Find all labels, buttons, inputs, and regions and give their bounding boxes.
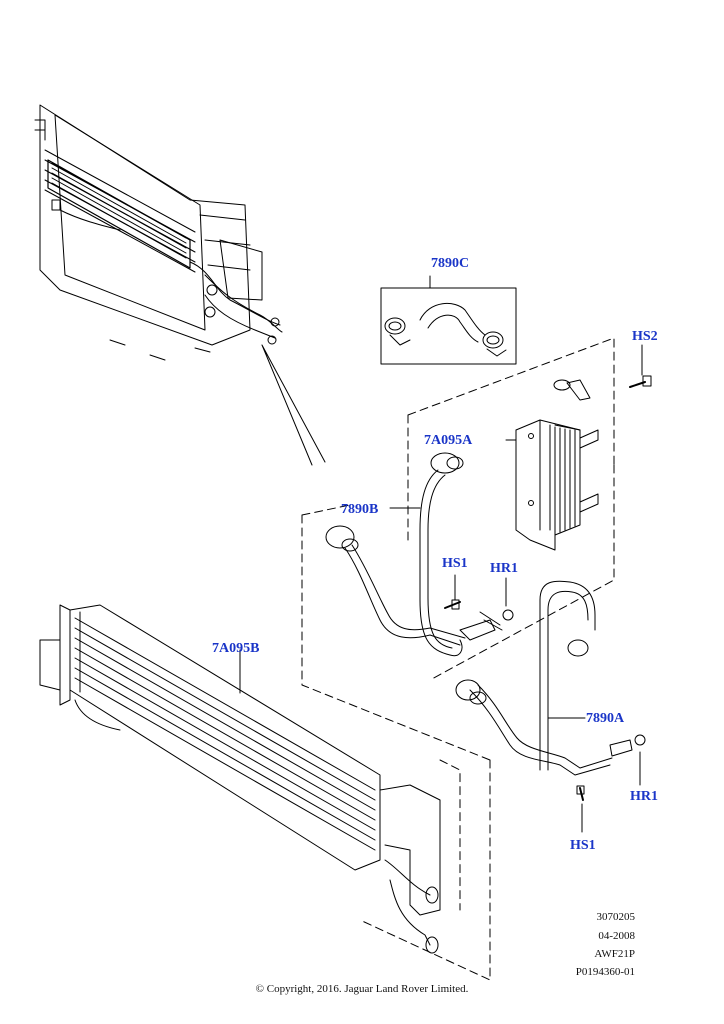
label-7890C: 7890C <box>431 256 470 271</box>
assembly-outline-left <box>301 504 491 761</box>
oil-cooler-7A095A-illustration <box>505 419 599 551</box>
radiator-assembly-illustration <box>34 104 283 361</box>
label-HR1-lower: HR1 <box>630 789 658 804</box>
bolt-HS2-illustration <box>553 375 652 401</box>
zoom-leader-lines <box>261 344 326 466</box>
label-7A095B: 7A095B <box>212 641 260 656</box>
oil-cooler-7A095B-illustration <box>39 604 441 954</box>
assembly-outline-bottom <box>359 759 491 981</box>
label-HS2: HS2 <box>632 329 658 344</box>
info-line-3: AWF21P <box>594 948 635 960</box>
assembly-outline-right <box>407 337 615 681</box>
label-HR1-upper: HR1 <box>490 561 518 576</box>
pipe-7890B-illustration <box>325 452 496 657</box>
hose-kit-7890C-illustration <box>380 275 517 365</box>
label-HS1-upper: HS1 <box>442 556 468 571</box>
label-7A095A: 7A095A <box>424 433 473 448</box>
info-line-2: 04-2008 <box>598 930 635 942</box>
fasteners-upper-illustration <box>444 574 514 631</box>
info-line-1: 3070205 <box>596 911 636 923</box>
label-7890B: 7890B <box>341 502 379 517</box>
pipe-7890A-illustration <box>455 580 646 833</box>
label-HS1-lower: HS1 <box>570 838 596 853</box>
info-line-4: P0194360-01 <box>575 966 635 978</box>
copyright-notice: © Copyright, 2016. Jaguar Land Rover Lim… <box>255 983 469 995</box>
label-7890A: 7890A <box>586 711 625 726</box>
